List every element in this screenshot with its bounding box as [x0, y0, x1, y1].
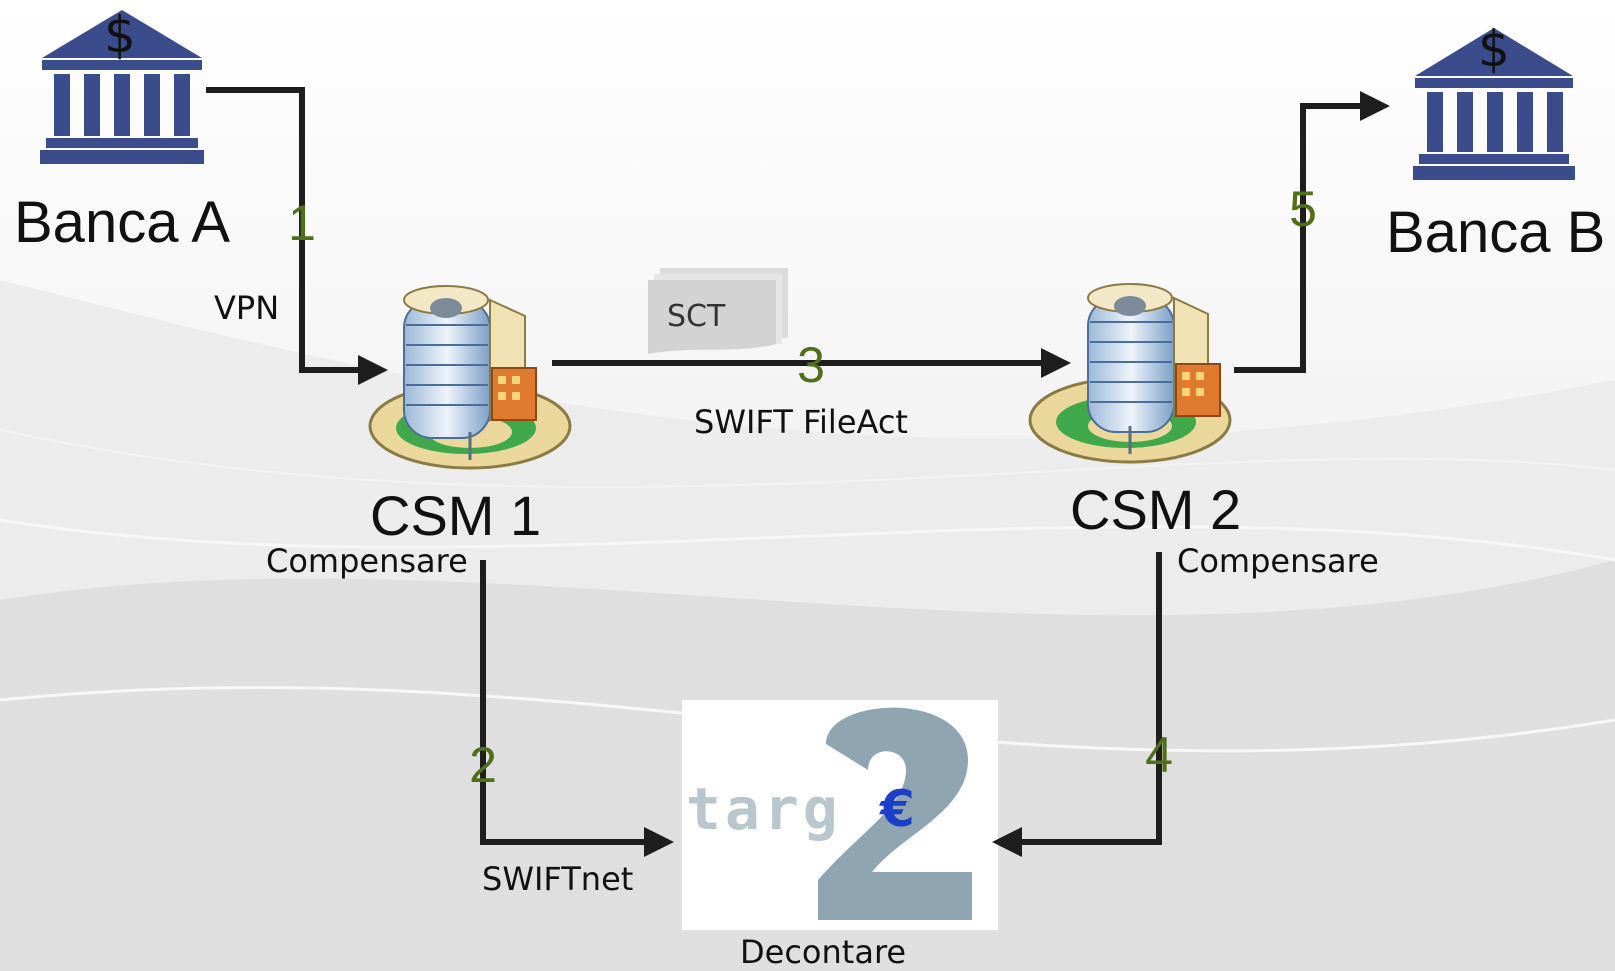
channel-swift-fileact-label: SWIFT FileAct: [694, 403, 908, 441]
bank-a-dollar-icon: $: [104, 6, 136, 64]
step-2-label: 2: [469, 737, 497, 793]
csm2-label: CSM 2: [1070, 478, 1242, 541]
csm1-role-label: Compensare: [266, 542, 468, 580]
channel-vpn-label: VPN: [214, 289, 280, 327]
step-4-label: 4: [1145, 727, 1173, 783]
arrow-csm2-to-bank-b: [1234, 91, 1390, 373]
bank-b-label: Banca B: [1386, 200, 1606, 265]
csm2-role-label: Compensare: [1177, 542, 1379, 580]
step-5-label: 5: [1289, 181, 1317, 237]
csm1-label: CSM 1: [370, 484, 542, 547]
sct-document-label: SCT: [667, 299, 726, 334]
arrow-csm2-to-target2: [992, 552, 1162, 857]
sct-document-icon: [648, 268, 788, 354]
euro-icon: €: [880, 780, 915, 838]
step-1-label: 1: [288, 195, 316, 251]
target2-role-label: Decontare: [740, 933, 907, 971]
target2-wordmark: targ: [686, 775, 842, 843]
bank-a-label: Banca A: [14, 190, 231, 255]
arrow-bank-a-to-csm1: [206, 87, 388, 385]
arrow-csm1-to-target2: [480, 560, 674, 857]
csm2-building-icon: [1028, 283, 1232, 464]
channel-swiftnet-label: SWIFTnet: [482, 860, 634, 898]
step-3-label: 3: [797, 337, 825, 393]
target2-logo: [682, 700, 998, 930]
bank-a-icon: [40, 10, 204, 164]
csm1-building-icon: [368, 285, 572, 470]
bank-b-dollar-icon: $: [1478, 20, 1510, 78]
bank-b-icon: [1413, 28, 1575, 180]
